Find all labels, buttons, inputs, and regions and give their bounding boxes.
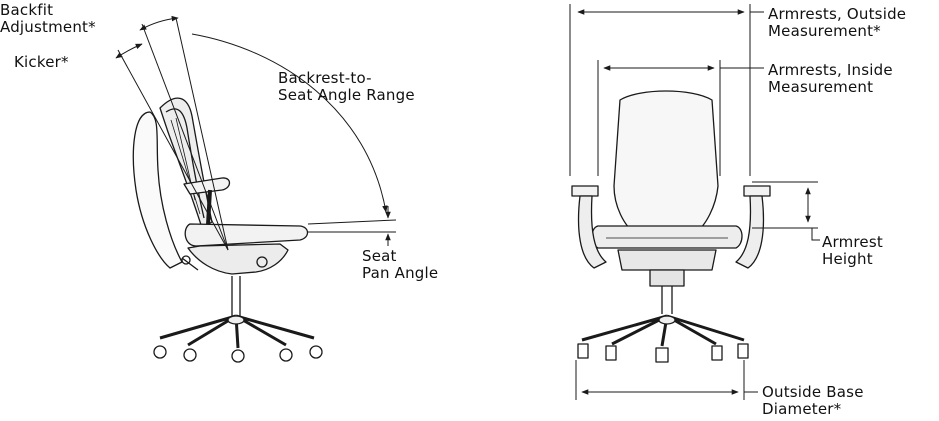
label-armrests-inside: Armrests, Inside Measurement	[768, 62, 893, 96]
side-view-chair	[132, 97, 323, 363]
label-armrests-outside: Armrests, Outside Measurement*	[768, 6, 906, 40]
label-line: Diameter*	[762, 400, 842, 418]
label-backrest-seat-angle-range: Backrest-to- Seat Angle Range	[278, 70, 415, 104]
label-line: Seat	[362, 247, 397, 265]
label-line: Armrest	[822, 233, 883, 251]
label-line: Backrest-to-	[278, 69, 372, 87]
label-kicker: Kicker*	[14, 54, 69, 71]
side-view-dimension-lines	[115, 15, 397, 251]
label-line: Kicker*	[14, 53, 69, 71]
label-line: Height	[822, 250, 873, 268]
label-line: Pan Angle	[362, 264, 439, 282]
label-line: Measurement*	[768, 22, 881, 40]
label-seat-pan-angle: Seat Pan Angle	[362, 248, 438, 282]
label-line: Outside Base	[762, 383, 864, 401]
label-line: Backfit	[0, 1, 54, 19]
front-view-dimension-lines	[569, 4, 820, 400]
label-line: Armrests, Inside	[768, 61, 893, 79]
label-line: Adjustment*	[0, 18, 96, 36]
label-line: Armrests, Outside	[768, 5, 907, 23]
label-backfit-adjustment: Backfit Adjustment*	[0, 2, 96, 36]
label-armrest-height: Armrest Height	[822, 234, 883, 268]
label-outside-base-diameter: Outside Base Diameter*	[762, 384, 864, 418]
front-view-chair	[571, 90, 771, 363]
label-line: Seat Angle Range	[278, 86, 415, 104]
label-line: Measurement	[768, 78, 874, 96]
